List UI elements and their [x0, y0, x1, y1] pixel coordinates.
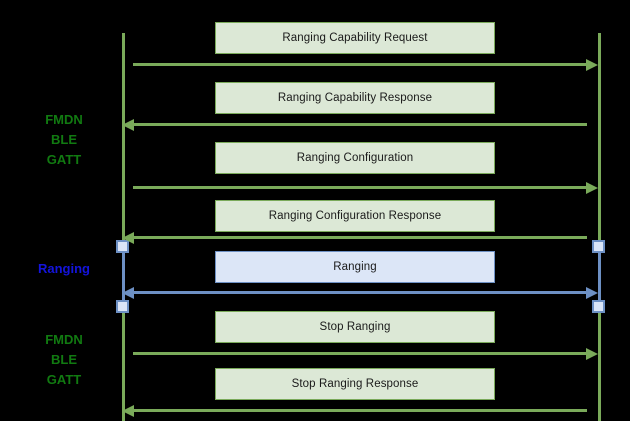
message-box-stop-ranging-response[interactable]: Stop Ranging Response [215, 368, 495, 400]
phase-label-line: BLE [51, 352, 77, 367]
message-box-ranging-capability-request[interactable]: Ranging Capability Request [215, 22, 495, 54]
right-activation-end [592, 300, 605, 313]
right-activation-bar [598, 246, 601, 306]
message-box-ranging-capability-response[interactable]: Ranging Capability Response [215, 82, 495, 114]
phase-label-line: GATT [46, 152, 82, 167]
message-label: Stop Ranging Response [291, 378, 419, 390]
arrowhead-right-icon [586, 347, 598, 360]
right-activation-start [592, 240, 605, 253]
message-arrow-ranging-configuration-response[interactable] [122, 231, 587, 244]
arrowhead-right-icon [586, 58, 598, 71]
arrowhead-left-icon [122, 404, 134, 417]
phase-label-line: FMDN [45, 332, 83, 347]
arrowhead-right-icon [586, 286, 598, 299]
phase-label-line: BLE [51, 132, 77, 147]
right-lifeline [598, 33, 601, 421]
message-arrow-stop-ranging-response[interactable] [122, 404, 587, 417]
left-activation-end [116, 300, 129, 313]
message-arrow-ranging[interactable] [122, 286, 598, 299]
message-box-ranging[interactable]: Ranging [215, 251, 495, 283]
message-box-ranging-configuration-response[interactable]: Ranging Configuration Response [215, 200, 495, 232]
phase-label-line: GATT [46, 372, 82, 387]
phase-label-phase-fmdn-top: FMDN BLE GATT [18, 110, 110, 170]
message-label: Ranging Configuration [296, 152, 414, 164]
message-arrow-ranging-configuration[interactable] [133, 181, 598, 194]
message-label: Stop Ranging [319, 321, 391, 333]
left-activation-bar [122, 246, 125, 306]
message-box-ranging-configuration[interactable]: Ranging Configuration [215, 142, 495, 174]
left-lifeline [122, 33, 125, 421]
arrowhead-left-icon [122, 118, 134, 131]
message-arrow-ranging-capability-request[interactable] [133, 58, 598, 71]
phase-label-line: FMDN [45, 112, 83, 127]
message-box-stop-ranging[interactable]: Stop Ranging [215, 311, 495, 343]
message-label: Ranging Configuration Response [268, 210, 442, 222]
phase-label-phase-fmdn-bottom: FMDN BLE GATT [18, 330, 110, 390]
arrowhead-left-icon [122, 231, 134, 244]
message-arrow-ranging-capability-response[interactable] [122, 118, 587, 131]
phase-label-line: Ranging [38, 261, 90, 276]
phase-label-phase-ranging: Ranging [18, 259, 110, 279]
message-label: Ranging Capability Request [282, 32, 428, 44]
arrowhead-right-icon [586, 181, 598, 194]
message-label: Ranging Capability Response [277, 92, 433, 104]
arrowhead-left-icon [122, 286, 134, 299]
message-label: Ranging [333, 261, 377, 273]
message-arrow-stop-ranging[interactable] [133, 347, 598, 360]
